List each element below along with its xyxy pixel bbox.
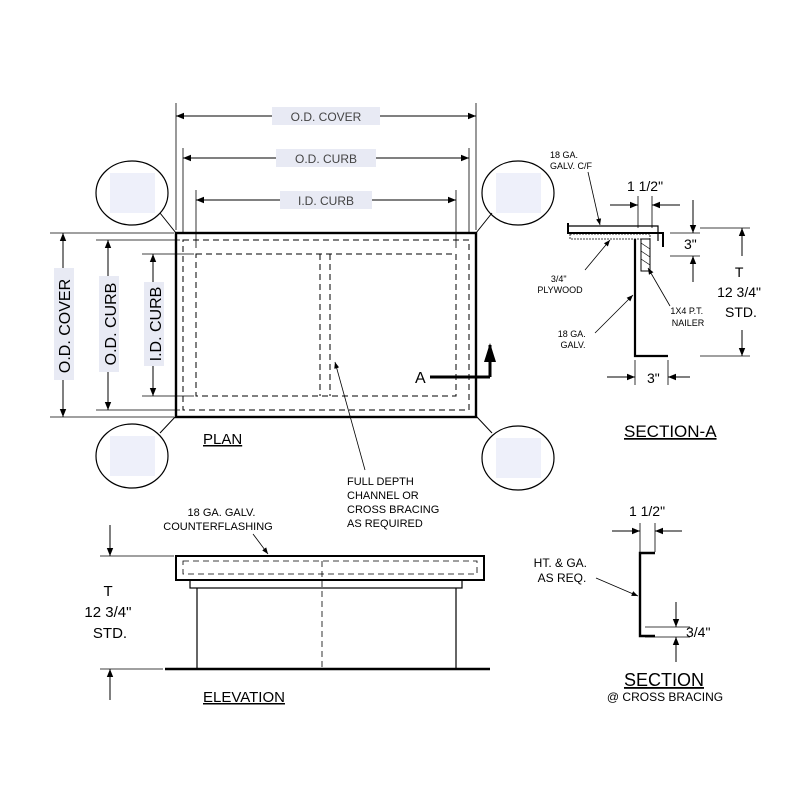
section-bracing-title: SECTION xyxy=(624,670,704,690)
section-bracing-dim-top: 1 1/2" xyxy=(629,503,665,519)
corner-circle-bl xyxy=(95,415,177,489)
elevation-view: 18 GA. GALV. COUNTERFLASHING T 12 3/4" S… xyxy=(84,507,490,706)
plan-od-curb-vertical-label: O.D. CURB xyxy=(103,283,120,366)
section-bracing-subtitle: @ CROSS BRACING xyxy=(607,690,723,704)
section-a-cut-marker: A xyxy=(415,343,496,387)
elevation-cf-label: 18 GA. GALV. COUNTERFLASHING xyxy=(163,507,272,533)
section-marker-label: A xyxy=(415,370,426,387)
corner-circle-tr xyxy=(475,160,555,234)
plan-id-curb-label: I.D. CURB xyxy=(298,194,354,208)
section-a-galv-label: 18 GA. GALV. xyxy=(558,329,589,350)
plan-outer-cover xyxy=(174,231,478,419)
section-a-dim-lip: 3" xyxy=(684,236,697,252)
section-a-dim-top: 1 1/2" xyxy=(627,178,663,194)
section-bracing-ht-label: HT. & GA. AS REQ. xyxy=(534,556,591,585)
plan-id-curb-vertical-label: I.D. CURB xyxy=(148,287,165,362)
plan-od-curb-outline xyxy=(182,239,470,411)
plan-od-cover-label: O.D. COVER xyxy=(291,110,362,124)
section-a-cf-label: 18 GA. GALV. C/F xyxy=(550,150,593,171)
section-a-nailer-label: 1X4 P.T. NAILER xyxy=(670,306,705,328)
corner-circle-br xyxy=(475,415,555,491)
section-a-dim-bottom: 3" xyxy=(647,370,660,386)
elevation-title: ELEVATION xyxy=(203,689,285,706)
section-a-height-label: T 12 3/4" STD. xyxy=(717,264,765,320)
section-bracing-view: 1 1/2" HT. & GA. AS REQ. 3/4" SECTION @ … xyxy=(534,503,723,704)
plan-id-curb-outline xyxy=(195,253,457,397)
section-a-view: 18 GA. GALV. C/F 1 1/2" 3" T 12 3/4" xyxy=(537,150,765,441)
section-a-title: SECTION-A xyxy=(624,422,717,441)
plan-view: O.D. COVER O.D. CURB I.D. CURB O.D. COVE… xyxy=(50,103,555,491)
section-a-plywood-label: 3/4" PLYWOOD xyxy=(537,274,583,295)
corner-circle-tl xyxy=(95,160,177,234)
bracing-note: FULL DEPTH CHANNEL OR CROSS BRACING AS R… xyxy=(347,476,442,530)
plan-od-cover-vertical-label: O.D. COVER xyxy=(57,279,74,373)
elevation-height-label: T 12 3/4" STD. xyxy=(84,583,135,642)
plan-od-curb-label: O.D. CURB xyxy=(295,152,357,166)
plan-title: PLAN xyxy=(203,431,242,448)
section-bracing-dim-bottom: 3/4" xyxy=(686,624,710,640)
